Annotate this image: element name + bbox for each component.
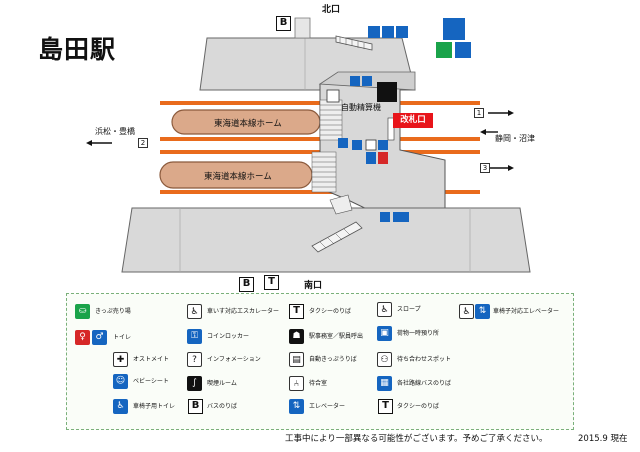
- legend-item-0: きっぷ売り場: [95, 308, 131, 315]
- information-icon: ?: [187, 352, 202, 367]
- luggage-icon: [326, 89, 340, 103]
- taxi-stand-south: T: [264, 275, 279, 290]
- legend-item-20: 車椅子対応エレベーター: [493, 308, 560, 315]
- toilet-icon: ♀: [75, 330, 90, 345]
- direction-left-label: 浜松・豊橋: [95, 127, 135, 136]
- north-escalator: [335, 35, 373, 51]
- waiting-room-icon: ⑃: [289, 376, 304, 391]
- baby-seat-icon: ☺: [113, 374, 128, 389]
- track-number-1: 1: [474, 108, 484, 118]
- construction-note: 工事中により一部異なる可能性がございます。予めご了承ください。: [285, 434, 548, 444]
- legend-item-19: タクシーのりば: [397, 403, 440, 410]
- legend-item-13: 待合室: [309, 380, 328, 387]
- ticket-office-icon: ⛀: [75, 304, 90, 319]
- legend-item-3: ベビーシート: [133, 378, 169, 385]
- fare-adjust-label: 自動精算機: [341, 103, 381, 112]
- track-number-2: 2: [138, 138, 148, 148]
- north-exit-label: 北口: [322, 5, 341, 15]
- legend-item-18: 各社路線バスのりば: [397, 380, 452, 387]
- legend-item-9: バスのりば: [207, 403, 238, 410]
- legend-item-7: インフォメーション: [207, 356, 261, 363]
- bus-stop-south: B: [239, 277, 254, 292]
- as-of-date: 2015.9 現在: [578, 434, 628, 444]
- south-escalator: [311, 221, 363, 253]
- ostomate-icon: [365, 139, 377, 151]
- accessible-toilet-icon: ♿: [113, 399, 128, 414]
- legend-item-8: 喫煙ルーム: [207, 380, 237, 387]
- taxi-stand-icon: T: [378, 399, 393, 414]
- slope-icon: ♿: [377, 302, 392, 317]
- toilet-icon: [382, 26, 394, 38]
- legend-item-1: トイレ: [113, 334, 132, 341]
- wheelchair-elevator-icon: ♿: [459, 304, 474, 319]
- ticket-machine-icon: ▤: [289, 352, 304, 367]
- platform-stairs: [311, 99, 343, 193]
- legend-item-17: 待ち合わせスポット: [397, 356, 452, 363]
- coin-locker-icon: [443, 18, 465, 40]
- wheelchair-escalator-icon: ♿: [187, 304, 202, 319]
- toilet-icon: ♂: [92, 330, 107, 345]
- legend: ⛀ きっぷ売り場 ♀ ♂ トイレ ✚ オストメイト ☺ ベビーシート ♿ 車椅子…: [66, 293, 574, 430]
- legend-item-12: 自動きっぷうりば: [309, 356, 357, 363]
- legend-item-16: 荷物一時預り所: [397, 330, 440, 337]
- wheelchair-escalator-icon: [380, 212, 390, 222]
- meeting-spot-icon: ⚇: [377, 352, 392, 367]
- platform-lower-label: 東海道本線ホーム: [204, 172, 272, 182]
- legend-item-15: スロープ: [397, 306, 421, 313]
- station-office-icon: ☗: [289, 329, 304, 344]
- legend-item-10: タクシーのりば: [309, 308, 352, 315]
- ticket-gate-icon: [387, 117, 395, 141]
- ostomate-icon: ✚: [113, 352, 128, 367]
- ticket-gate-label: 改札口: [393, 113, 433, 128]
- accessible-toilet-icon: [352, 140, 362, 150]
- elevator-icon: [396, 26, 408, 38]
- direction-right-label: 静岡・沼津: [495, 134, 535, 143]
- wheelchair-escalator-icon: [350, 76, 360, 86]
- company-bus-icon: ▦: [377, 376, 392, 391]
- wheelchair-escalator-icon: [338, 138, 348, 148]
- taxi-stand-icon: T: [289, 304, 304, 319]
- baby-seat-icon: [378, 140, 388, 150]
- toilet-icon: [366, 152, 376, 164]
- legend-item-6: コインロッカー: [207, 333, 250, 340]
- south-exit-label: 南口: [304, 281, 323, 291]
- track-number-3: 3: [480, 163, 490, 173]
- elevator-icon: ⇅: [289, 399, 304, 414]
- map-icons: [326, 18, 471, 222]
- direction-arrows: [86, 110, 514, 171]
- ticket-machine-icon: [455, 42, 471, 58]
- platform-upper-label: 東海道本線ホーム: [214, 119, 282, 129]
- elevator-icon: ⇅: [475, 304, 490, 319]
- elevator-icon: [362, 76, 372, 86]
- station-title: 島田駅: [38, 35, 117, 64]
- accessible-toilet-icon: [368, 26, 380, 38]
- legend-item-11: 駅事務室／駅員呼出: [309, 333, 364, 340]
- toilet-icon: [378, 152, 388, 164]
- smoking-room-icon: ∫: [187, 376, 202, 391]
- bus-stop-north: B: [276, 16, 291, 31]
- luggage-icon: ▣: [377, 326, 392, 341]
- wheelchair-elevator-icon: [393, 212, 409, 222]
- legend-item-5: 車いす対応エスカレーター: [207, 308, 280, 315]
- coin-locker-icon: ⚿: [187, 329, 202, 344]
- ticket-office-icon: [436, 42, 452, 58]
- legend-item-14: エレベーター: [309, 403, 346, 410]
- legend-item-4: 車椅子用トイレ: [133, 403, 176, 410]
- bus-stop-icon: B: [188, 399, 203, 414]
- legend-item-2: オストメイト: [133, 356, 170, 363]
- station-office-icon: [377, 82, 397, 102]
